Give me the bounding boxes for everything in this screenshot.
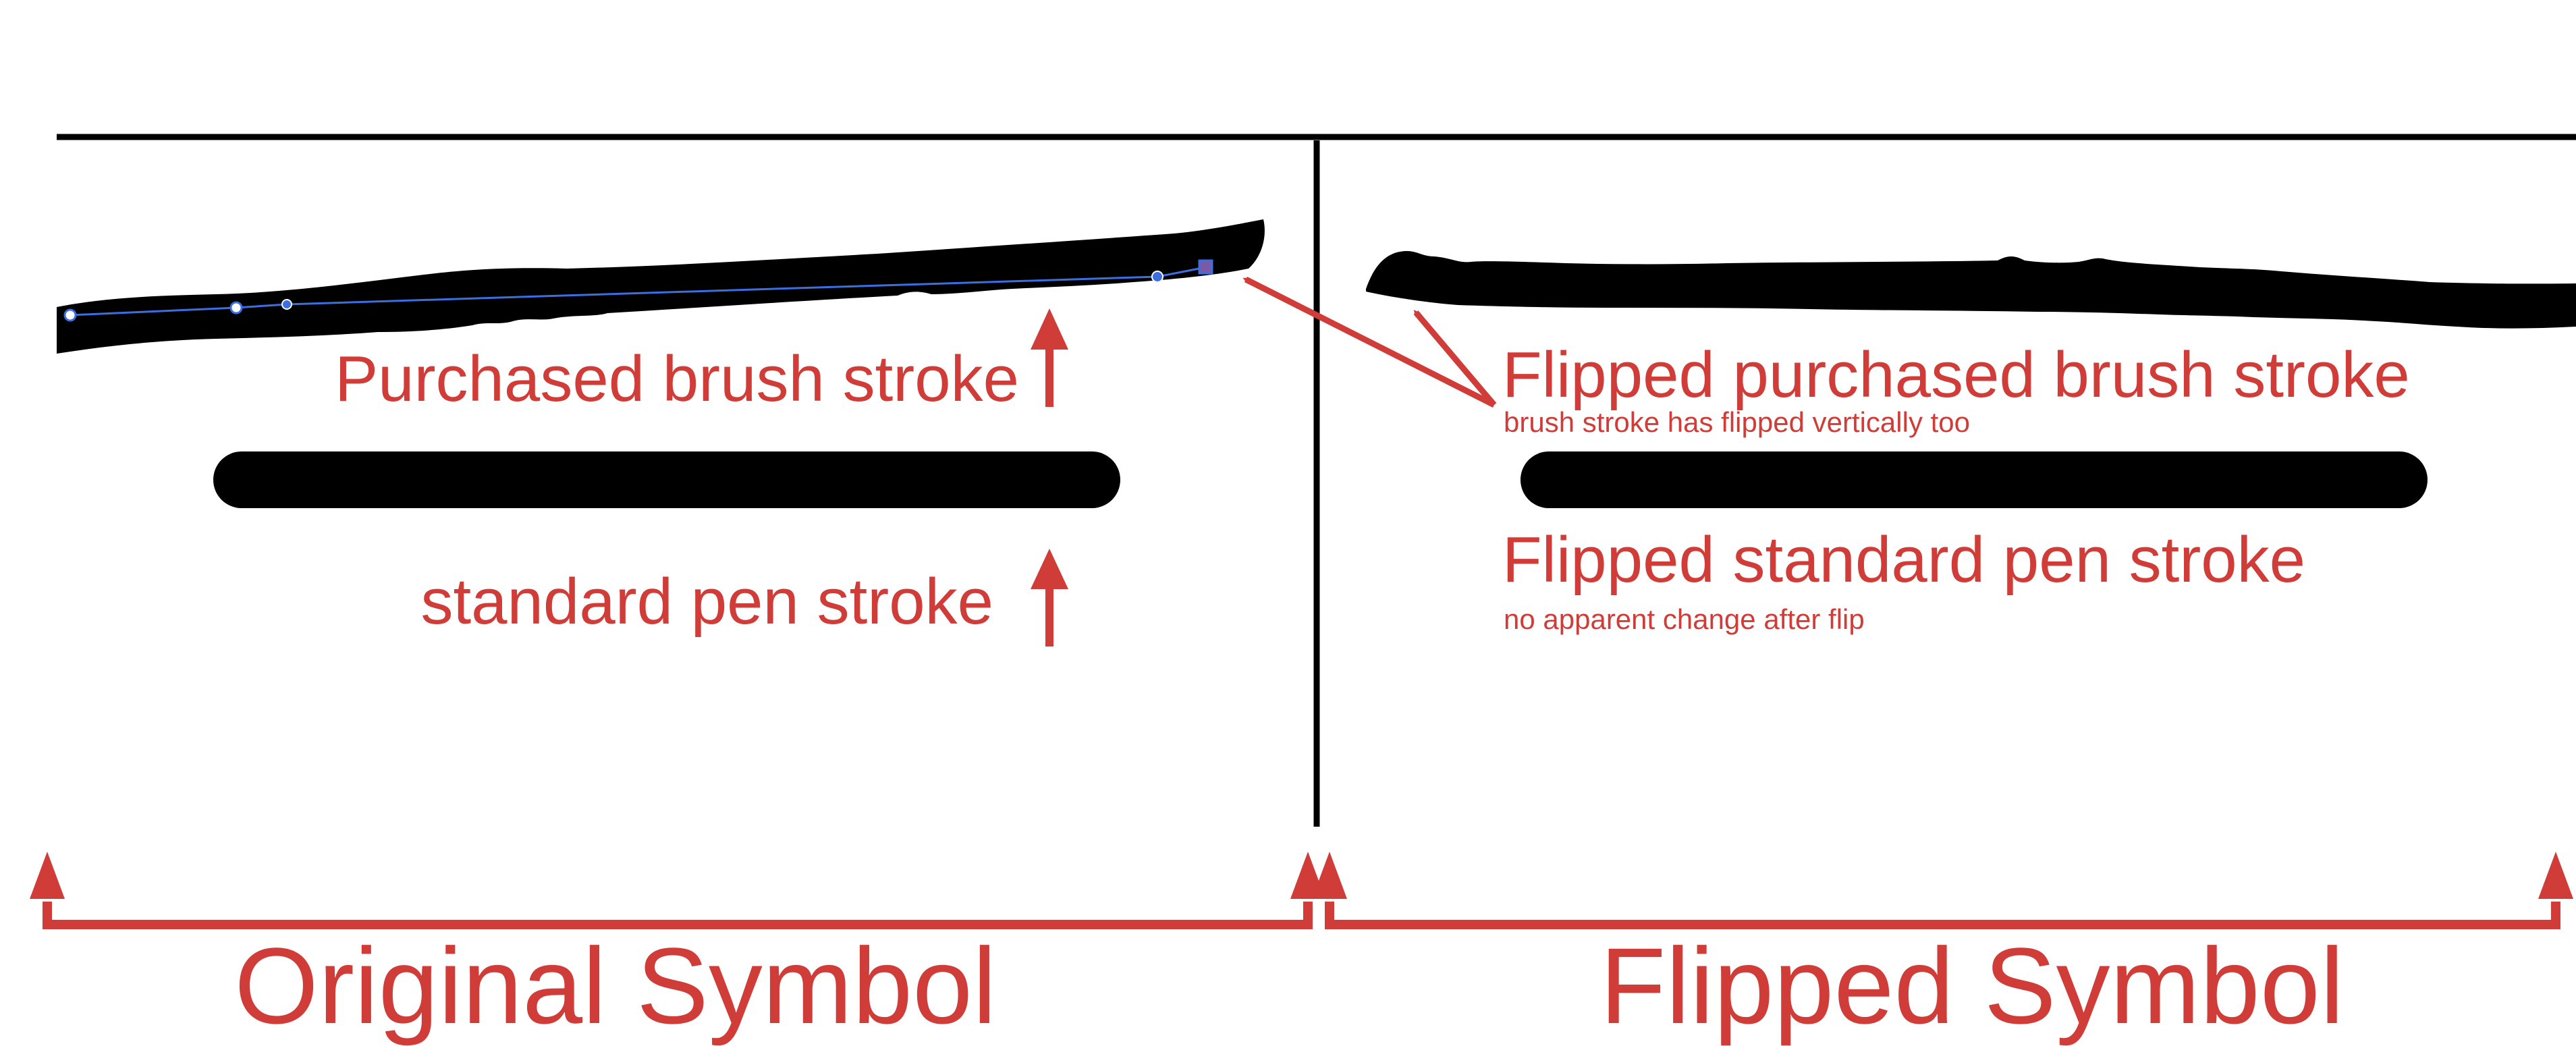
flipped-brush-stroke[interactable] bbox=[1366, 251, 2576, 329]
up-arrow-icon bbox=[1031, 308, 1068, 407]
flipped-brush-label: Flipped purchased brush stroke bbox=[1502, 339, 2410, 411]
selected-anchor-point[interactable] bbox=[1198, 259, 1213, 275]
flipped-pen-note: no apparent change after flip bbox=[1504, 603, 1865, 635]
anchor-point-handle[interactable] bbox=[63, 308, 77, 322]
original-brush-label: Purchased brush stroke bbox=[335, 343, 1019, 415]
original-brush-stroke[interactable] bbox=[57, 219, 1265, 354]
pointer-arrow-to-original-brush bbox=[1242, 276, 1496, 408]
pointer-arrow-to-flipped-brush bbox=[1413, 310, 1497, 407]
flipped-symbol-bracket bbox=[1312, 852, 2573, 929]
anchor-point-handle[interactable] bbox=[281, 299, 292, 310]
flipped-brush-note: brush stroke has flipped vertically too bbox=[1504, 406, 1970, 438]
brush-path-selection[interactable] bbox=[63, 259, 1213, 322]
flipped-symbol-label: Flipped Symbol bbox=[1600, 925, 2345, 1046]
original-symbol-label: Original Symbol bbox=[234, 925, 996, 1046]
original-symbol-bracket bbox=[30, 852, 1325, 929]
anchor-point-handle[interactable] bbox=[229, 301, 243, 314]
flipped-pen-label: Flipped standard pen stroke bbox=[1502, 524, 2305, 596]
anchor-point-handle[interactable] bbox=[1151, 271, 1163, 283]
original-pen-label: standard pen stroke bbox=[420, 566, 993, 638]
up-arrow-icon bbox=[1031, 549, 1068, 646]
